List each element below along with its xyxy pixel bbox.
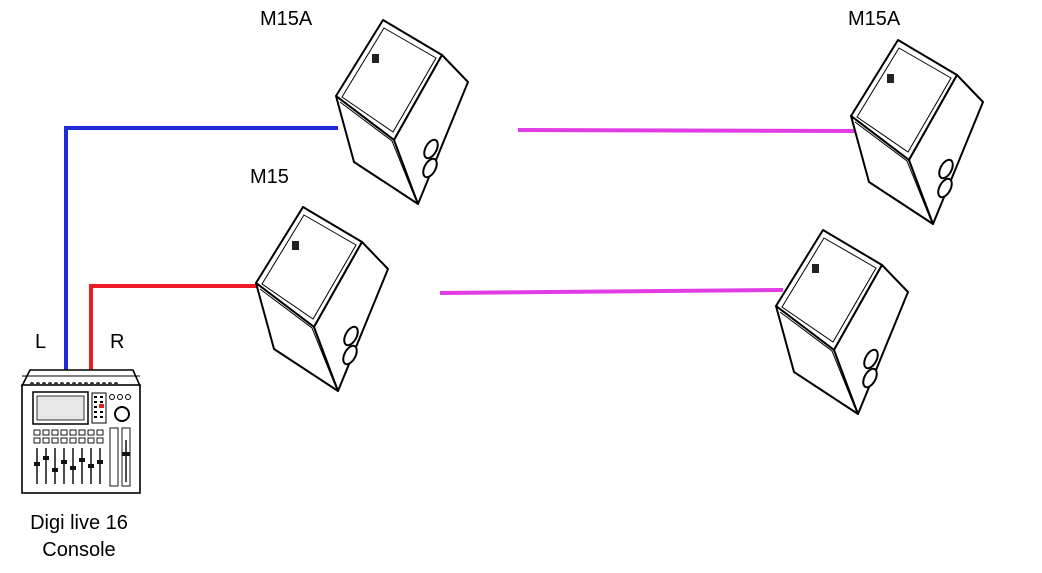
left-channel-cable <box>64 126 338 375</box>
speaker-bottom-left-icon <box>255 206 389 392</box>
channel-left-label: L <box>35 331 47 353</box>
speaker-top-right-icon <box>850 39 984 225</box>
speaker-top-left-icon <box>335 19 469 205</box>
right-channel-cable <box>89 284 262 375</box>
speaker-bottom-left-label: M15 <box>250 166 289 188</box>
top-link-cable <box>517 128 859 133</box>
console-name: Digi live 16 Console <box>4 510 154 564</box>
speaker-top-right-label: M15A <box>848 8 901 30</box>
channel-right-label: R <box>110 331 125 353</box>
speaker-top-left-label: M15A <box>260 8 313 30</box>
speaker-bottom-right-icon <box>775 229 909 415</box>
mixing-console-icon <box>20 369 142 494</box>
console-name-line2: Console <box>42 539 116 561</box>
bottom-link-cable <box>439 288 784 295</box>
console-name-line1: Digi live 16 <box>30 512 128 534</box>
